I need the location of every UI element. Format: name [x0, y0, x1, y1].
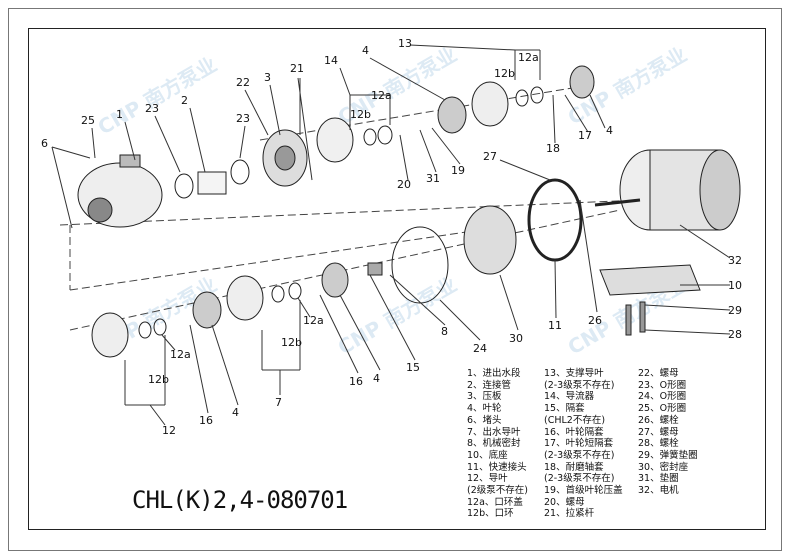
callout: 13	[398, 37, 412, 50]
motor	[594, 149, 741, 336]
callout: 17	[578, 129, 592, 142]
legend-item: 8、机械密封	[467, 438, 521, 450]
legend-item: 6、堵头	[467, 414, 502, 426]
callout: 28	[728, 328, 742, 341]
legend-item: (2级泵不存在)	[467, 485, 528, 497]
callout: 12b	[148, 373, 169, 386]
legend-item: (2-3级泵不存在)	[544, 449, 615, 461]
outer-frame	[8, 8, 782, 551]
callout: 10	[728, 279, 742, 292]
legend-item: 12、导叶	[467, 473, 508, 485]
callout: 21	[290, 62, 304, 75]
legend-item: 19、首级叶轮压盖	[544, 485, 623, 497]
upper-parts	[77, 65, 595, 228]
legend-item: 1、进出水段	[467, 368, 521, 379]
legend-item: 12a、口环盖	[467, 496, 523, 508]
callout: 15	[406, 361, 420, 374]
legend-item: 16、叶轮隔套	[544, 426, 604, 438]
callout: 8	[441, 325, 448, 338]
legend-item: 3、压板	[467, 391, 502, 403]
callout: 19	[451, 164, 465, 177]
callout: 12b	[494, 67, 515, 80]
callout: 4	[606, 124, 613, 137]
legend-item: 30、密封座	[638, 461, 689, 473]
callout: 4	[373, 372, 380, 385]
legend-item: (2-3级泵不存在)	[544, 379, 615, 391]
drawing-border	[28, 28, 766, 530]
callout: 6	[41, 137, 48, 150]
legend-item: 26、螺栓	[638, 414, 679, 426]
callout: 4	[362, 44, 369, 57]
legend-item: 11、快速接头	[467, 461, 527, 473]
legend-item: 31、垫圈	[638, 473, 679, 485]
legend-item: 18、耐磨轴套	[544, 461, 604, 473]
callout: 12a	[518, 51, 539, 64]
callout: 3	[264, 71, 271, 84]
legend-item: 28、螺栓	[638, 438, 679, 450]
legend-item: 2、连接管	[467, 379, 512, 391]
legend-item: 32、电机	[638, 485, 679, 497]
callout: 11	[548, 319, 562, 332]
callout: 12b	[281, 336, 302, 349]
legend-item: (CHL2不存在)	[544, 414, 606, 426]
callout: 16	[349, 375, 363, 388]
callout: 24	[473, 342, 487, 355]
callout: 27	[483, 150, 497, 163]
legend-item: 7、出水导叶	[467, 426, 521, 438]
legend-item: 4、叶轮	[467, 403, 502, 415]
callout: 7	[275, 396, 282, 409]
callout: 25	[81, 114, 95, 127]
callout: 16	[199, 414, 213, 427]
callout: 23	[236, 112, 250, 125]
callout: 12b	[350, 108, 371, 121]
leader-lines	[51, 44, 731, 426]
legend-item: 23、O形圈	[638, 379, 687, 391]
callout: 23	[145, 102, 159, 115]
callout: 20	[397, 178, 411, 191]
callout: 2	[181, 94, 188, 107]
legend-item: 25、O形圈	[638, 403, 687, 415]
legend-item: 27、螺母	[638, 426, 679, 438]
callout: 22	[236, 76, 250, 89]
callout: 32	[728, 254, 742, 267]
callout: 12a	[303, 314, 324, 327]
callout: 12	[162, 424, 176, 437]
callout: 29	[728, 304, 742, 317]
callout: 1	[116, 108, 123, 121]
legend-item: (2-3级泵不存在)	[544, 473, 615, 485]
legend-item: 24、O形圈	[638, 391, 687, 403]
lower-parts	[91, 178, 583, 358]
callout: 12a	[371, 89, 392, 102]
legend-item: 14、导流器	[544, 391, 595, 403]
callout: 26	[588, 314, 602, 327]
drawing-title: CHL(K)2,4-080701	[132, 486, 348, 514]
legend-item: 17、叶轮短隔套	[544, 438, 614, 450]
legend-item: 20、螺母	[544, 496, 585, 508]
legend-item: 21、拉紧杆	[544, 508, 595, 520]
callout: 14	[324, 54, 338, 67]
legend-item: 22、螺母	[638, 368, 679, 379]
legend-item: 13、支撑导叶	[544, 368, 604, 379]
callout: 18	[546, 142, 560, 155]
callout: 31	[426, 172, 440, 185]
legend-item: 12b、口环	[467, 508, 514, 520]
legend-item: 15、隔套	[544, 403, 585, 415]
legend-item: 10、底座	[467, 449, 508, 461]
callout: 30	[509, 332, 523, 345]
legend-item: 29、弹簧垫圈	[638, 449, 698, 461]
callout: 12a	[170, 348, 191, 361]
callout: 4	[232, 406, 239, 419]
